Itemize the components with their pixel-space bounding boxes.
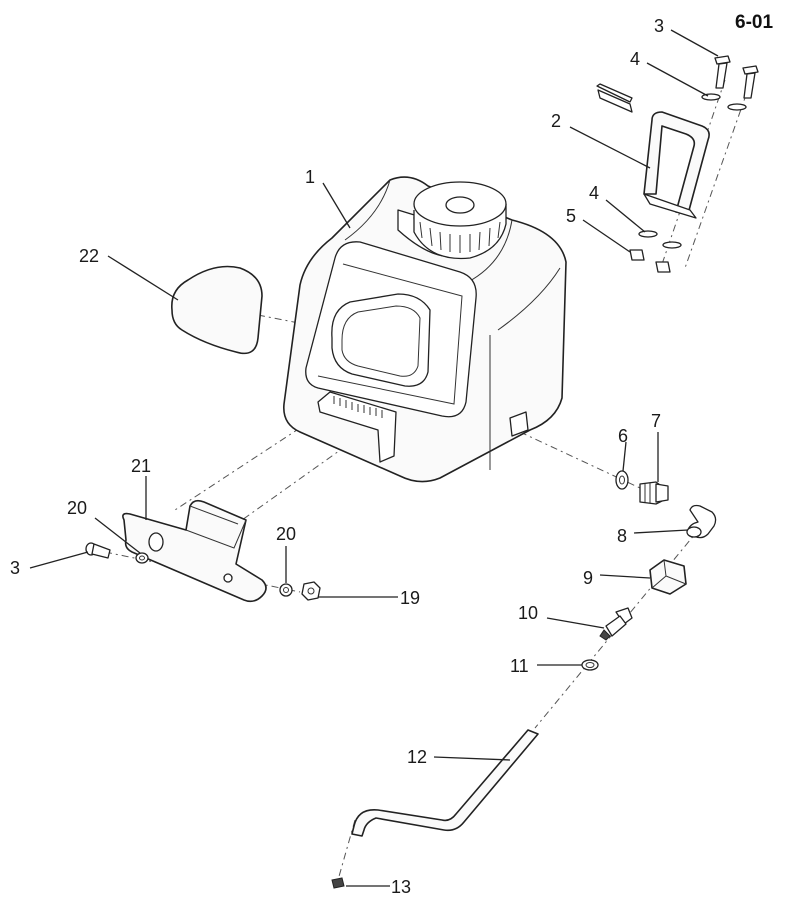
callout-22: 22 — [79, 246, 99, 266]
callout-4b: 4 — [589, 183, 599, 203]
fuel-tank — [283, 176, 567, 483]
tank-bracket — [122, 499, 267, 603]
callout-3a: 3 — [654, 16, 664, 36]
page-number: 6-01 — [735, 12, 773, 33]
lower-washers-nuts — [629, 230, 682, 273]
leader-lines — [29, 29, 719, 887]
callout-2: 2 — [551, 111, 561, 131]
elbow-fitting — [686, 504, 717, 539]
callout-4a: 4 — [630, 49, 640, 69]
hose-clip — [581, 659, 599, 671]
callout-12: 12 — [407, 747, 427, 767]
callout-21: 21 — [131, 456, 151, 476]
callout-9: 9 — [583, 568, 593, 588]
callout-6: 6 — [618, 426, 628, 446]
callout-8: 8 — [617, 526, 627, 546]
fuel-valve — [599, 607, 633, 641]
valve-body — [649, 559, 687, 595]
callout-labels: 1 2 3 3 4 4 5 6 7 8 9 10 11 12 13 19 20 … — [10, 16, 664, 897]
top-bolts — [701, 55, 759, 111]
callout-3b: 3 — [10, 558, 20, 578]
callout-7: 7 — [651, 411, 661, 431]
bracket-fasteners — [85, 542, 321, 601]
fuel-hose — [351, 729, 539, 837]
sticker-plate — [171, 265, 263, 355]
callout-1: 1 — [305, 167, 315, 187]
hose-end-clip — [331, 877, 345, 889]
callout-10: 10 — [518, 603, 538, 623]
callout-19: 19 — [400, 588, 420, 608]
mounting-strap — [596, 83, 710, 219]
callout-13: 13 — [391, 877, 411, 897]
callout-20b: 20 — [276, 524, 296, 544]
callout-20a: 20 — [67, 498, 87, 518]
callout-11: 11 — [510, 656, 529, 676]
outlet-fitting — [615, 470, 669, 505]
callout-5: 5 — [566, 206, 576, 226]
